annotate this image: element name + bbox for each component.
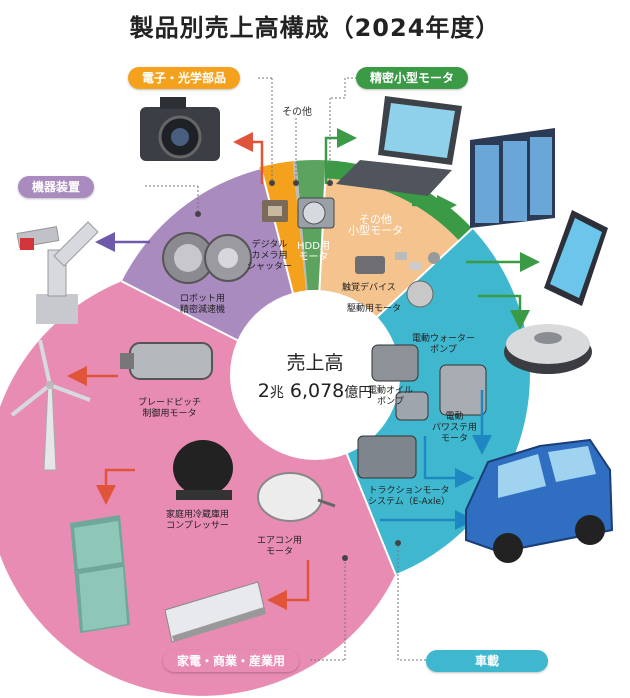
label-compressor: 家庭用冷蔵庫用 コンプレッサー	[166, 510, 230, 531]
label-aircon-motor: エアコン用 モータ	[257, 536, 303, 557]
reducer-images	[162, 232, 252, 284]
car-icon	[465, 438, 614, 563]
pump-images	[357, 344, 487, 479]
robot-arm-icon	[16, 221, 99, 324]
label-small-motor-other: その他 小型モータ	[348, 213, 403, 237]
leader-lines	[145, 77, 430, 661]
page-title: 製品別売上高構成（2024年度）	[129, 14, 501, 42]
aircon-motor-image	[257, 472, 336, 522]
label-water-pump: 電動ウォーター ポンプ	[412, 334, 476, 355]
label-eps-motor: 電動 パワステ用 モータ	[432, 412, 478, 444]
category-machinery: 機器装置	[18, 176, 95, 198]
category-automotive: 車載	[426, 650, 548, 672]
shutter-image	[262, 200, 288, 222]
segment-small-motor-core	[319, 178, 460, 317]
label-oil-pump: 電動オイル ポンプ	[368, 386, 414, 407]
small-motor-images	[355, 252, 440, 308]
category-home-industrial: 家電・商業・産業用	[163, 650, 300, 672]
air-conditioner-icon	[164, 581, 266, 643]
category-other: その他	[282, 107, 312, 118]
label-camera-shutter: デジタル カメラ用 シャッター	[247, 240, 293, 272]
category-precision-motor: 精密小型モータ	[356, 67, 469, 89]
category-electronics: 電子・光学部品	[128, 67, 241, 89]
laptop-icon	[336, 96, 462, 196]
hdd-image	[297, 197, 335, 229]
label-blade-pitch-motor: ブレードピッチ 制御用モータ	[138, 398, 202, 419]
robot-vacuum-icon	[504, 324, 592, 374]
label-robot-reducer: ロボット用 精密減速機	[180, 294, 226, 315]
center-label: 売上高	[286, 352, 344, 374]
server-icon	[470, 128, 555, 228]
label-drive-motor: 駆動用モータ	[347, 304, 402, 314]
label-haptic-device: 触覚デバイス	[342, 283, 396, 293]
wind-turbine-icon	[10, 339, 91, 471]
leader-dots	[195, 180, 401, 561]
label-hdd-motor: HDD用 モータ	[297, 241, 330, 263]
camera-icon	[140, 97, 220, 161]
smartphone-icon	[544, 210, 608, 306]
refrigerator-icon	[70, 515, 130, 633]
segment-electronics	[259, 161, 307, 293]
blade-motor-image	[120, 342, 213, 380]
label-e-axle: トラクションモータ システム（E-Axle）	[368, 486, 450, 507]
center-value: 2兆 6,078億円	[257, 380, 373, 402]
donut-hole	[230, 290, 400, 460]
arrows	[67, 128, 540, 610]
compressor-image	[173, 440, 233, 500]
